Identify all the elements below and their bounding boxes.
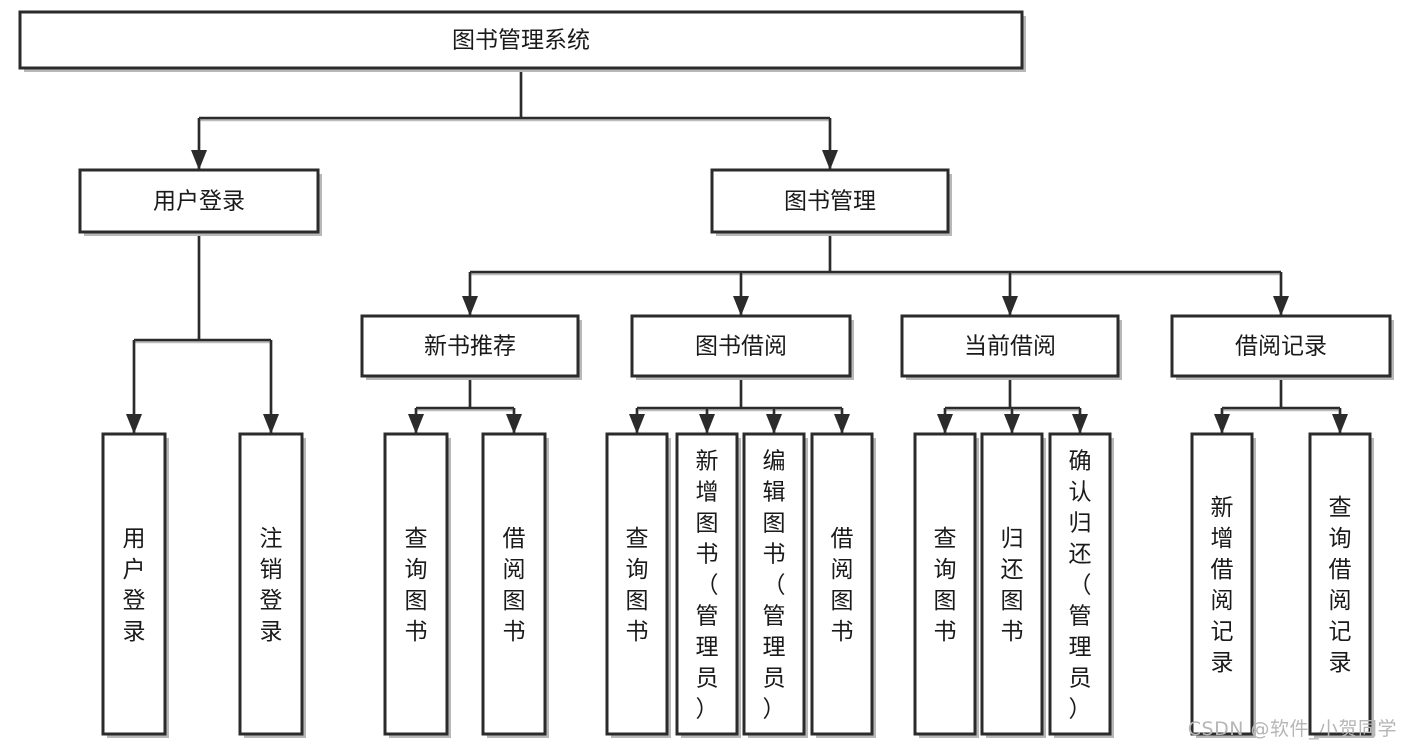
node-label: 注销登录 <box>260 526 283 645</box>
node-box[interactable] <box>481 432 547 736</box>
node-box[interactable] <box>913 432 977 736</box>
arrow-head-icon <box>937 414 953 434</box>
arrow-head-icon <box>1072 414 1088 434</box>
node-borrow-record[interactable]: 借阅记录 <box>1170 314 1394 380</box>
node-label: 确认归还（管理员） <box>1069 449 1092 723</box>
node-leaf-add-book[interactable]: 新增图书（管理员） <box>675 432 741 738</box>
node-leaf-logout-login[interactable]: 注销登录 <box>238 432 306 738</box>
node-box[interactable] <box>1048 432 1112 736</box>
node-box[interactable] <box>101 432 167 736</box>
node-label: 查询图书 <box>934 526 957 645</box>
node-new-book-recommend[interactable]: 新书推荐 <box>360 314 582 380</box>
node-label: 借阅记录 <box>1235 334 1327 360</box>
node-leaf-query-borrow-record[interactable]: 查询借阅记录 <box>1308 432 1374 738</box>
node-label: 借阅图书 <box>831 526 854 645</box>
node-current-borrow[interactable]: 当前借阅 <box>900 314 1122 380</box>
node-label: 新增图书（管理员） <box>696 449 719 723</box>
nodes-layer: 图书管理系统用户登录图书管理新书推荐图书借阅当前借阅借阅记录用户登录注销登录查询… <box>18 10 1394 738</box>
node-label: 图书管理 <box>784 189 876 215</box>
node-label: 借阅图书 <box>503 526 526 645</box>
node-leaf-return-book[interactable]: 归还图书 <box>980 432 1046 738</box>
node-label: 当前借阅 <box>964 334 1056 360</box>
node-leaf-add-borrow-record[interactable]: 新增借阅记录 <box>1190 432 1256 738</box>
arrow-head-icon <box>629 414 645 434</box>
arrow-head-icon <box>1332 414 1348 434</box>
node-user-login[interactable]: 用户登录 <box>78 168 322 236</box>
node-label: 图书管理系统 <box>452 28 590 54</box>
node-label: 查询图书 <box>405 526 428 645</box>
node-leaf-borrow-book[interactable]: 借阅图书 <box>810 432 876 738</box>
node-box[interactable] <box>900 314 1120 378</box>
arrow-head-icon <box>263 414 279 434</box>
node-box[interactable] <box>675 432 739 736</box>
arrow-head-icon <box>408 414 424 434</box>
node-label: 用户登录 <box>153 189 245 215</box>
arrow-head-icon <box>822 150 838 170</box>
node-leaf-user-login[interactable]: 用户登录 <box>101 432 169 738</box>
arrow-head-icon <box>126 414 142 434</box>
node-box[interactable] <box>810 432 874 736</box>
node-leaf-edit-book[interactable]: 编辑图书（管理员） <box>742 432 808 738</box>
node-box[interactable] <box>630 314 852 378</box>
arrow-head-icon <box>1273 296 1289 316</box>
arrow-head-icon <box>834 414 850 434</box>
node-label: 新书推荐 <box>424 334 516 360</box>
node-root[interactable]: 图书管理系统 <box>18 10 1026 72</box>
node-leaf-query-book-current[interactable]: 查询图书 <box>913 432 979 738</box>
arrow-head-icon <box>699 414 715 434</box>
node-box[interactable] <box>18 10 1024 70</box>
arrow-head-icon <box>506 414 522 434</box>
node-leaf-query-book-borrow[interactable]: 查询图书 <box>605 432 671 738</box>
node-box[interactable] <box>605 432 669 736</box>
node-label: 图书借阅 <box>695 334 787 360</box>
connectors-layer <box>126 68 1348 434</box>
node-box[interactable] <box>78 168 320 234</box>
node-label: 查询借阅记录 <box>1329 495 1352 676</box>
node-label: 归还图书 <box>1001 526 1024 645</box>
arrow-head-icon <box>462 296 478 316</box>
node-box[interactable] <box>710 168 950 234</box>
arrow-head-icon <box>733 296 749 316</box>
node-leaf-borrow-book-recommend[interactable]: 借阅图书 <box>481 432 549 738</box>
node-box[interactable] <box>1190 432 1254 736</box>
arrow-head-icon <box>1214 414 1230 434</box>
arrow-head-icon <box>1002 296 1018 316</box>
node-label: 用户登录 <box>123 526 146 645</box>
node-leaf-query-book-recommend[interactable]: 查询图书 <box>383 432 451 738</box>
node-box[interactable] <box>980 432 1044 736</box>
node-book-borrow[interactable]: 图书借阅 <box>630 314 854 380</box>
node-label: 新增借阅记录 <box>1211 495 1234 676</box>
node-box[interactable] <box>383 432 449 736</box>
node-label: 编辑图书（管理员） <box>763 449 786 723</box>
arrow-head-icon <box>1004 414 1020 434</box>
node-box[interactable] <box>238 432 304 736</box>
node-box[interactable] <box>360 314 580 378</box>
node-leaf-confirm-return[interactable]: 确认归还（管理员） <box>1048 432 1114 738</box>
node-box[interactable] <box>1308 432 1372 736</box>
arrow-head-icon <box>191 150 207 170</box>
node-book-management[interactable]: 图书管理 <box>710 168 952 236</box>
arrow-head-icon <box>766 414 782 434</box>
node-box[interactable] <box>742 432 806 736</box>
node-label: 查询图书 <box>626 526 649 645</box>
node-box[interactable] <box>1170 314 1392 378</box>
